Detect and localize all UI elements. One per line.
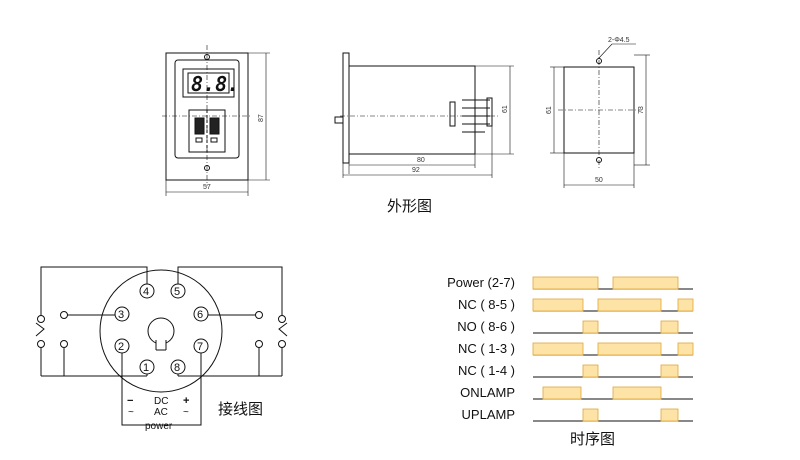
- rear-view: [550, 43, 650, 188]
- dim-rear-width: 50: [595, 177, 603, 184]
- pin-6: [193, 306, 209, 322]
- timing-label: Power (2-7): [447, 275, 515, 290]
- side-flange: [342, 52, 350, 164]
- socket-outline: [99, 269, 223, 393]
- side-body: [348, 65, 476, 155]
- display-window: [182, 68, 235, 98]
- pin-label-2: 2: [118, 341, 124, 353]
- ac-tilde-left: ~: [128, 407, 134, 418]
- timing-pulse: [660, 364, 679, 378]
- timing-label: NO ( 8-6 ): [457, 319, 515, 334]
- timing-pulse: [532, 342, 584, 356]
- dim-rear-inner: 61: [546, 106, 553, 114]
- timing-pulse: [660, 320, 679, 334]
- timing-pulse: [532, 276, 599, 290]
- side-view: [334, 52, 514, 178]
- timing-diagram: Power (2-7) NC ( 8-5 ) NO ( 8-6 ) NC ( 1-3 …: [447, 275, 694, 422]
- dip-switch-left: [194, 117, 205, 135]
- dip-switch-right: [209, 117, 220, 135]
- pin-label-5: 5: [174, 286, 180, 298]
- dim-rear-outer: 73: [638, 106, 645, 114]
- pin-label-6: 6: [197, 309, 203, 321]
- timing-pulse: [677, 298, 694, 312]
- display-readout: 8.8.: [191, 72, 239, 96]
- wiring-pin-labels: 4 5 3 6 2 7 1 8: [118, 286, 203, 374]
- dim-front-height: 87: [258, 114, 265, 122]
- polarity-plus: +: [183, 395, 189, 407]
- caption-outline: 外形图: [387, 197, 432, 215]
- caption-wiring: 接线图: [218, 400, 263, 418]
- timing-pulse: [582, 320, 599, 334]
- rear-hole-spec: 2-Φ4.5: [608, 37, 630, 44]
- timing-pulse: [677, 342, 694, 356]
- pin-label-4: 4: [143, 286, 149, 298]
- dim-side-body: 80: [417, 157, 425, 164]
- timing-pulse: [597, 298, 662, 312]
- polarity-minus: −: [127, 395, 133, 407]
- timing-pulse: [542, 386, 582, 400]
- side-socket-key: [449, 101, 456, 127]
- label-ac: AC: [154, 407, 168, 418]
- pin-3: [114, 306, 130, 322]
- ac-tilde-right: ~: [183, 407, 189, 418]
- timing-pulse: [532, 298, 584, 312]
- label-power: power: [145, 421, 173, 432]
- timing-pulse: [582, 408, 599, 422]
- timing-label: NC ( 1-3 ): [458, 341, 515, 356]
- label-dc: DC: [154, 396, 168, 407]
- display-screen: [187, 72, 230, 94]
- timing-pulse: [582, 364, 599, 378]
- timing-label: ONLAMP: [460, 385, 515, 400]
- pin-label-3: 3: [118, 309, 124, 321]
- timing-label: NC ( 8-5 ): [458, 297, 515, 312]
- wiring-diagram: [35, 266, 288, 426]
- timing-label: UPLAMP: [462, 407, 515, 422]
- timing-pulse: [597, 342, 662, 356]
- timing-label: NC ( 1-4 ): [458, 363, 515, 378]
- pin-label-7: 7: [197, 341, 203, 353]
- front-view: [162, 45, 270, 196]
- dim-side-height: 61: [502, 105, 509, 113]
- dim-front-width: 57: [203, 184, 211, 191]
- caption-timing: 时序图: [570, 430, 615, 448]
- timing-pulse: [660, 408, 679, 422]
- timing-pulse: [612, 386, 662, 400]
- pin-label-8: 8: [174, 362, 180, 374]
- dim-side-total: 92: [412, 167, 420, 174]
- timing-pulse: [612, 276, 679, 290]
- pin-label-1: 1: [143, 362, 149, 374]
